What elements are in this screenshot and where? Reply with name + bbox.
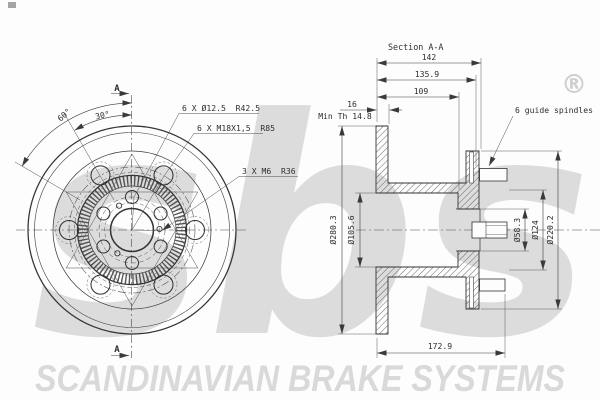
- section-letter-top: A: [114, 84, 120, 94]
- section-view: Section A-A 6 guide spindles: [318, 42, 600, 358]
- friction-band-inner-edge: [34, 132, 230, 328]
- bolt-circle-r36: [104, 202, 160, 258]
- dimension-172-9: 172.9: [376, 294, 506, 358]
- guide-spindles-label: 6 guide spindles: [515, 105, 593, 115]
- tone-ring-outer-edge: [76, 174, 188, 286]
- disc-section-top: [375, 125, 480, 210]
- center-stud: [471, 221, 508, 239]
- callout-m6-holes-label: 3 X M6 R36: [242, 166, 296, 176]
- center-bore: [109, 207, 155, 253]
- dimension-109: 109: [377, 86, 460, 189]
- front-view: 60° 30° 6 X Ø12.5 R42.5 6 X M18X1,5 R85 …: [14, 84, 298, 359]
- dim-172-9-label: 172.9: [428, 341, 452, 351]
- spindle-hole-top: [469, 151, 474, 184]
- flange-scallop-lobes: [55, 161, 209, 299]
- section-title: Section A-A: [388, 42, 443, 52]
- dimension-pitch-124: Ø124: [509, 189, 547, 271]
- brand-banner: SCANDINAVIAN BRAKE SYSTEMS: [35, 358, 565, 399]
- note-guide-spindles: 6 guide spindles: [488, 105, 593, 167]
- hub-step: [479, 278, 506, 292]
- dim-pitch-label: Ø124: [530, 220, 540, 240]
- bolt-holes-12-5: [96, 190, 168, 270]
- dimension-bore-58-3: Ø58.3: [480, 208, 529, 252]
- dim-min-th-label: Min Th 14.8: [318, 111, 372, 121]
- disc-outer-edge: [27, 125, 237, 335]
- flange-construction-lines: [65, 153, 199, 307]
- dimension-142: 142: [376, 52, 482, 149]
- dim-flange-label: Ø220.2: [545, 215, 555, 244]
- dim-bore-label: Ø58.3: [512, 218, 522, 242]
- dimension-16-min-th: 16 Min Th 14.8: [318, 99, 402, 124]
- section-arrow-top: A: [111, 84, 129, 97]
- callout-thread-holes: 6 X M18X1,5 R85: [131, 123, 275, 231]
- dimension-od-280-3: Ø280.3: [328, 125, 376, 335]
- callout-bolt-holes: 6 X Ø12.5 R42.5: [131, 103, 260, 231]
- hub-bore: [456, 208, 481, 252]
- registered-trademark-icon: ®: [561, 70, 587, 100]
- bolt-circle-r85: [68, 166, 196, 294]
- dimension-135-9: 135.9: [377, 69, 477, 166]
- dim-135-9-label: 135.9: [415, 69, 439, 79]
- dim-142-label: 142: [422, 52, 437, 62]
- dimension-hat-105-6: Ø105.6: [346, 192, 376, 268]
- section-letter-bottom: A: [114, 345, 120, 355]
- hat-step-circle: [74, 172, 190, 288]
- callout-bolt-holes-label: 6 X Ø12.5 R42.5: [182, 103, 260, 113]
- dimension-flange-220-2: Ø220.2: [481, 150, 562, 310]
- hub-flange-edge: [52, 150, 212, 310]
- dim-109-label: 109: [414, 86, 429, 96]
- angle-30-label: 30°: [94, 109, 110, 122]
- scan-artifact: [8, 2, 16, 8]
- dim-od-label: Ø280.3: [328, 215, 338, 244]
- callout-m6-holes: 3 X M6 R36: [131, 166, 298, 231]
- disc-section-bottom: [375, 250, 480, 335]
- dim-16-label: 16: [347, 99, 357, 109]
- dim-hat-label: Ø105.6: [346, 215, 356, 244]
- guide-spindle: [479, 168, 508, 182]
- spindle-hole-bottom: [469, 276, 474, 309]
- callout-thread-holes-label: 6 X M18X1,5 R85: [197, 123, 275, 133]
- section-arrow-bottom: A: [111, 345, 129, 359]
